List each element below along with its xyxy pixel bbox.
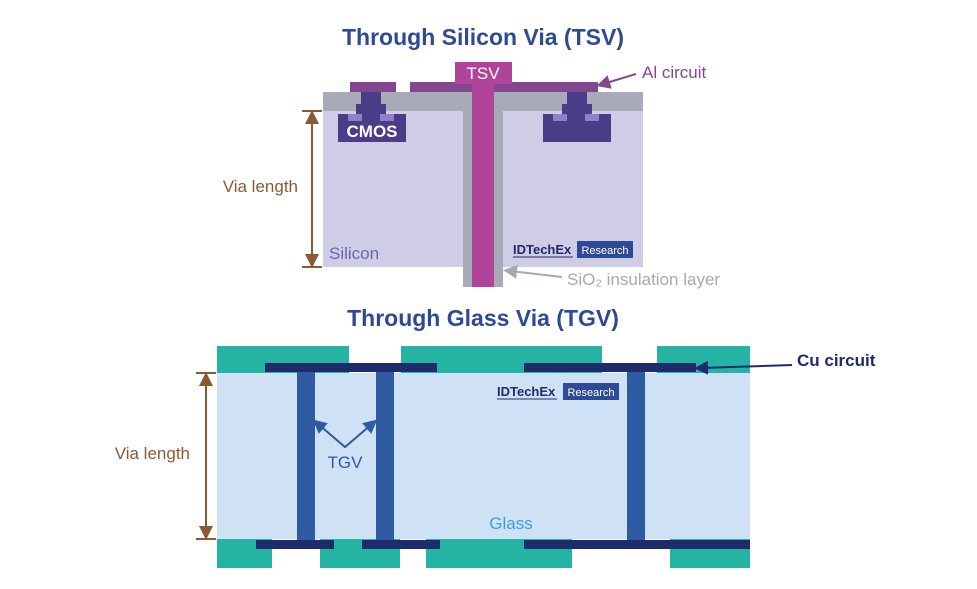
tgv-bottom-cu-lines bbox=[256, 540, 750, 549]
tgv-label-arrows bbox=[312, 419, 378, 449]
al-circuit-label: Al circuit bbox=[642, 63, 707, 82]
svg-text:Research: Research bbox=[567, 387, 614, 399]
insulation-arrow bbox=[503, 264, 563, 279]
tgv-via-3 bbox=[627, 372, 645, 540]
tsv-via-length-dimension bbox=[302, 110, 322, 268]
svg-text:Research: Research bbox=[581, 245, 628, 257]
tgv-via-length-dimension bbox=[196, 372, 216, 540]
al-circuit-line bbox=[410, 82, 598, 92]
cmos-device-left bbox=[338, 92, 406, 142]
cmos-device-right bbox=[543, 92, 611, 142]
tgv-top-cu-lines bbox=[265, 363, 696, 372]
glass-core bbox=[217, 373, 750, 539]
tgv-title: Through Glass Via (TGV) bbox=[347, 305, 619, 331]
svg-text:IDTechEx: IDTechEx bbox=[497, 384, 556, 399]
tgv-vias bbox=[297, 372, 645, 540]
glass-label: Glass bbox=[489, 514, 532, 533]
tsv-title: Through Silicon Via (TSV) bbox=[342, 24, 624, 50]
tgv-label: TGV bbox=[328, 453, 364, 472]
al-circuit-pad-left bbox=[350, 82, 396, 92]
tsv-via-cap bbox=[455, 62, 512, 84]
tsv-diagram: Through Silicon Via (TSV) TSV CMOS bbox=[223, 24, 721, 289]
cu-circuit-arrow bbox=[694, 360, 793, 375]
silicon-label: Silicon bbox=[329, 244, 379, 263]
cmos-label: CMOS bbox=[347, 122, 398, 141]
tgv-idtechex-logo: IDTechEx Research bbox=[497, 383, 619, 400]
insulation-label: SiO₂ insulation layer bbox=[567, 270, 720, 289]
tgv-diagram: Through Glass Via (TGV) bbox=[115, 305, 876, 568]
tgv-bottom-teal-pads bbox=[217, 539, 750, 568]
cu-circuit-label: Cu circuit bbox=[797, 351, 876, 370]
tgv-via-1 bbox=[297, 372, 315, 540]
svg-text:IDTechEx: IDTechEx bbox=[513, 242, 572, 257]
tgv-via-length-label: Via length bbox=[115, 444, 190, 463]
tsv-via-length-label: Via length bbox=[223, 177, 298, 196]
tgv-via-2 bbox=[376, 372, 394, 540]
al-circuit-arrow bbox=[596, 73, 637, 89]
tsv-idtechex-logo: IDTechEx Research bbox=[513, 241, 633, 258]
tsv-via-label: TSV bbox=[466, 64, 500, 83]
tsv-via bbox=[472, 82, 494, 287]
